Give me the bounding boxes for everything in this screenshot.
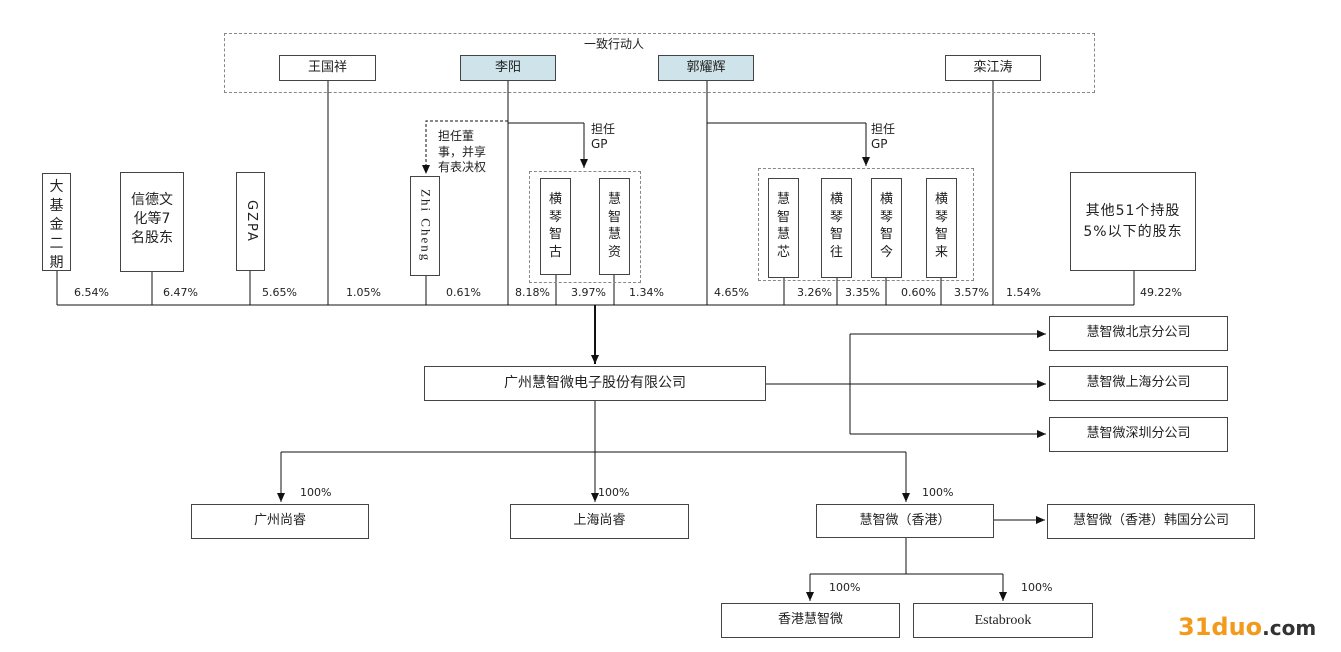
shareholder-zhicheng: Zhi Cheng [410, 176, 440, 276]
shareholder-zhicheng-label: Zhi Cheng [418, 189, 434, 263]
shareholder-others: 其他51个持股5%以下的股东 [1070, 172, 1196, 271]
watermark-suffix: .com [1262, 616, 1317, 640]
gp-note-right: 担任 GP [871, 122, 896, 151]
sub-estabrook: Estabrook [913, 603, 1093, 638]
pct-wang: 1.05% [346, 286, 381, 299]
watermark-main: 31duo [1178, 613, 1263, 641]
pct-hengqin-lai: 3.57% [954, 286, 989, 299]
shareholder-gzpa: GZPA [236, 172, 265, 271]
branch-beijing: 慧智微北京分公司 [1049, 316, 1228, 351]
pct-sub-sh: 100% [598, 486, 630, 499]
founder-li: 李阳 [460, 55, 556, 81]
shareholder-dajijin: 大基金二期 [42, 173, 71, 271]
pct-huizhi-huizi: 1.34% [629, 286, 664, 299]
gp-note-left: 担任 GP [591, 122, 616, 151]
pct-hengqin-wang: 3.35% [845, 286, 880, 299]
sub-hongkong-korea-branch: 慧智微（香港）韩国分公司 [1047, 504, 1255, 539]
pct-luan: 1.54% [1006, 286, 1041, 299]
founder-wang: 王国祥 [279, 55, 376, 81]
sub-hongkong-huizhiwei: 香港慧智微 [721, 603, 900, 638]
concert-group-frame [224, 33, 1095, 93]
pct-sub-estabrook: 100% [1021, 581, 1053, 594]
pct-sub-hk-sub: 100% [829, 581, 861, 594]
company-main: 广州慧智微电子股份有限公司 [424, 366, 766, 401]
pct-hengqin-jin: 0.60% [901, 286, 936, 299]
pct-gzpa: 5.65% [262, 286, 297, 299]
branch-shanghai: 慧智微上海分公司 [1049, 366, 1228, 401]
pct-li: 8.18% [515, 286, 550, 299]
shareholder-huizhi-huixin: 慧智慧芯 [768, 178, 799, 278]
pct-others: 49.22% [1140, 286, 1182, 299]
concert-group-label: 一致行动人 [583, 37, 644, 51]
pct-sub-gz: 100% [300, 486, 332, 499]
watermark-logo: 31duo.com [1178, 613, 1316, 641]
branch-shenzhen: 慧智微深圳分公司 [1049, 417, 1228, 452]
founder-guo: 郭耀辉 [658, 55, 754, 81]
shareholder-hengqin-lai: 横琴智来 [926, 178, 957, 278]
shareholder-xinde: 信德文化等7名股东 [120, 172, 184, 272]
shareholder-huizhi-huizi: 慧智慧资 [599, 178, 630, 275]
shareholder-gzpa-label: GZPA [243, 200, 259, 243]
pct-hengqin-gu: 3.97% [571, 286, 606, 299]
pct-zhicheng: 0.61% [446, 286, 481, 299]
director-note: 担任董事，并享有表决权 [438, 129, 487, 175]
pct-guo: 4.65% [714, 286, 749, 299]
pct-sub-hk: 100% [922, 486, 954, 499]
shareholder-hengqin-wang: 横琴智往 [821, 178, 852, 278]
pct-dajijin: 6.54% [74, 286, 109, 299]
sub-guangzhou-shangrui: 广州尚睿 [191, 504, 369, 539]
gp-group-left [529, 171, 641, 283]
pct-huizhi-huixin: 3.26% [797, 286, 832, 299]
sub-hongkong: 慧智微（香港） [816, 504, 994, 538]
pct-xinde: 6.47% [163, 286, 198, 299]
shareholder-hengqin-gu: 横琴智古 [540, 178, 571, 275]
founder-luan: 栾江涛 [945, 55, 1041, 81]
sub-shanghai-shangrui: 上海尚睿 [510, 504, 689, 539]
shareholder-hengqin-jin: 横琴智今 [871, 178, 902, 278]
gp-group-right [758, 168, 974, 281]
